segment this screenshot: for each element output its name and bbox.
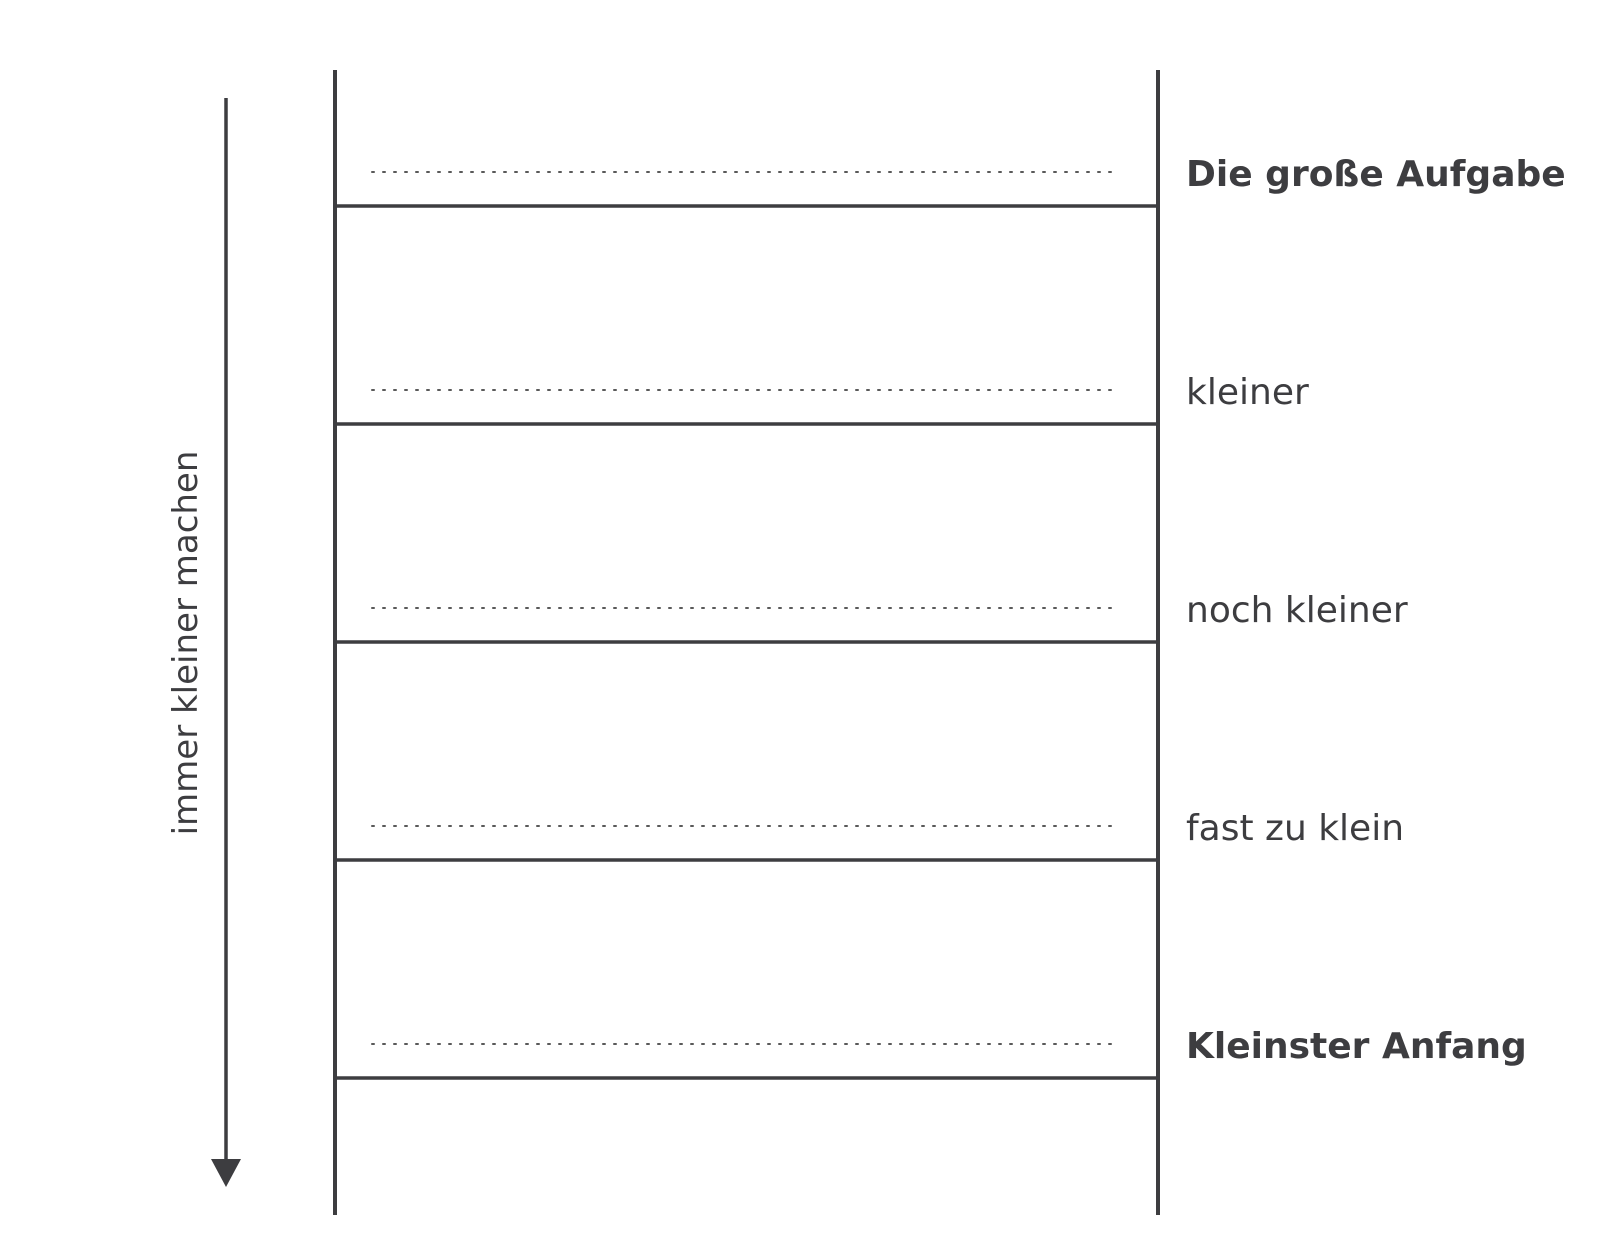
arrow-down-icon xyxy=(211,1159,241,1187)
direction-arrow xyxy=(211,98,241,1187)
step-label: fast zu klein xyxy=(1186,808,1404,849)
direction-label: immer kleiner machen xyxy=(166,451,206,836)
ladder-step: noch kleiner xyxy=(335,590,1408,644)
step-label: kleiner xyxy=(1186,372,1309,413)
ladder-step: Kleinster Anfang xyxy=(335,1026,1527,1080)
step-label-highlight: Die große Aufgabe xyxy=(1186,154,1566,195)
ladder-steps: Die große Aufgabe kleiner noch kleiner fast… xyxy=(335,154,1566,1080)
step-label-highlight: Kleinster Anfang xyxy=(1186,1026,1527,1067)
ladder-step: kleiner xyxy=(335,372,1309,426)
step-label: noch kleiner xyxy=(1186,590,1408,631)
ladder-step: Die große Aufgabe xyxy=(335,154,1566,208)
ladder-step: fast zu klein xyxy=(335,808,1404,862)
